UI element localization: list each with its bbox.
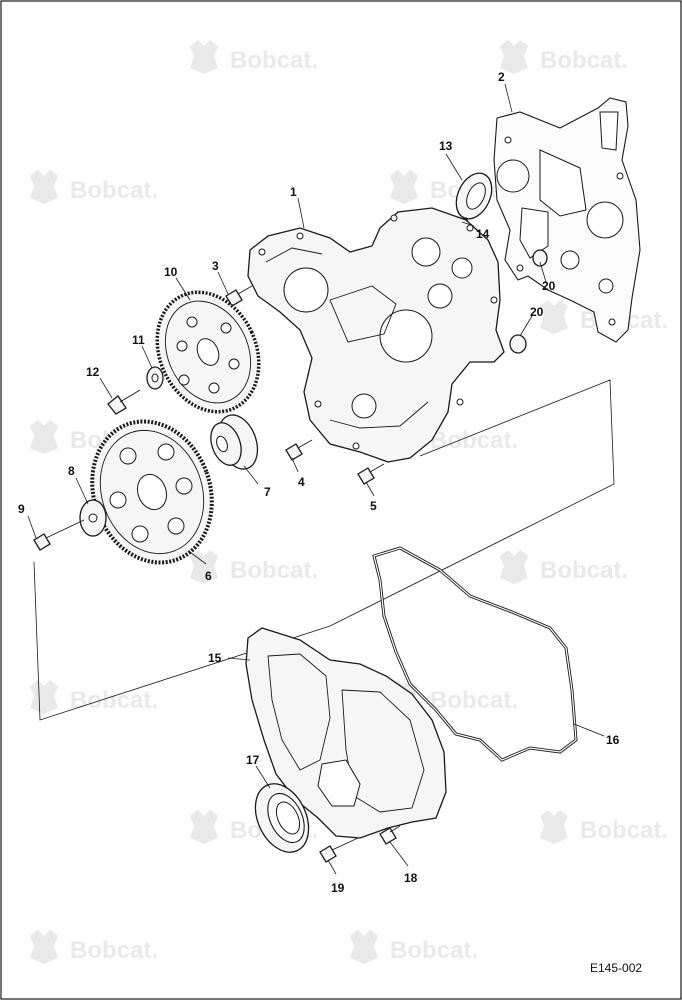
- watermark-text: Bobcat.: [390, 937, 478, 964]
- watermark-logo: Bobcat.: [190, 40, 318, 74]
- callout-7: 7: [264, 485, 271, 499]
- callout-labels: 1 2 3 4 5 6 7 8 9 10 11 12 13 14 15 16 1…: [18, 70, 620, 895]
- callout-9: 9: [18, 502, 25, 516]
- part-12-bolt: [107, 389, 141, 415]
- part-13-seal: [455, 172, 493, 220]
- part-5-bolt: [357, 463, 385, 485]
- callout-17: 17: [246, 753, 260, 767]
- part-4-bolt: [285, 439, 313, 461]
- part-15-front-cover: [245, 627, 447, 839]
- part-1-gear-housing: [247, 207, 505, 463]
- bobcat-head-icon: [30, 420, 58, 454]
- part-16-gasket: [372, 546, 578, 762]
- part-18-bolt: [379, 825, 401, 845]
- callout-10: 10: [164, 265, 178, 279]
- part-7-hub: [210, 414, 259, 470]
- group-outline: [33, 379, 615, 721]
- bobcat-head-icon: [30, 170, 58, 204]
- watermark-logo: Bobcat.: [500, 550, 628, 584]
- bobcat-head-icon: [500, 550, 528, 584]
- callout-13: 13: [439, 139, 453, 153]
- bobcat-head-icon: [190, 40, 218, 74]
- watermark-text: Bobcat.: [70, 937, 158, 964]
- callout-15: 15: [208, 651, 222, 665]
- bobcat-head-icon: [350, 930, 378, 964]
- watermark-logo: Bobcat.: [30, 680, 158, 714]
- bobcat-head-icon: [190, 810, 218, 844]
- callout-20-upper: 20: [542, 279, 556, 293]
- watermark-logo: Bobcat.: [190, 550, 318, 584]
- part-6-large-gear: [90, 419, 214, 565]
- watermark-text: Bobcat.: [230, 557, 318, 584]
- leader-lines: [27, 83, 605, 875]
- watermark-logo: Bobcat.: [30, 170, 158, 204]
- callout-2: 2: [498, 70, 505, 84]
- part-10-gear: [155, 290, 261, 414]
- callout-11: 11: [132, 333, 145, 347]
- callout-14: 14: [476, 227, 490, 241]
- bobcat-head-icon: [30, 930, 58, 964]
- part-20-plug-lower: [509, 334, 527, 354]
- callout-5: 5: [370, 499, 377, 513]
- callout-18: 18: [404, 871, 418, 885]
- bobcat-head-icon: [540, 300, 568, 334]
- part-2-gasket: [493, 97, 641, 343]
- callout-1: 1: [290, 185, 297, 199]
- bobcat-head-icon: [390, 170, 418, 204]
- callout-12: 12: [86, 365, 100, 379]
- watermark-logo: Bobcat.: [500, 40, 628, 74]
- part-9-bolt: [33, 519, 85, 551]
- callout-3: 3: [212, 259, 219, 273]
- part-17-oil-seal: [254, 783, 310, 853]
- watermark-text: Bobcat.: [70, 177, 158, 204]
- watermark-text: Bobcat.: [70, 687, 158, 714]
- watermark-text: Bobcat.: [580, 817, 668, 844]
- callout-8: 8: [68, 464, 75, 478]
- watermark-text: Bobcat.: [430, 687, 518, 714]
- bobcat-head-icon: [540, 810, 568, 844]
- watermark-text: Bobcat.: [430, 427, 518, 454]
- watermark-text: Bobcat.: [540, 47, 628, 74]
- bobcat-head-icon: [30, 680, 58, 714]
- watermark-logo: Bobcat.: [540, 810, 668, 844]
- callout-4: 4: [298, 475, 305, 489]
- watermark-logo: Bobcat.: [350, 930, 478, 964]
- bobcat-head-icon: [190, 550, 218, 584]
- part-11-washer: [146, 366, 164, 390]
- figure-code: E145-002: [590, 961, 642, 975]
- callout-20-lower: 20: [530, 305, 544, 319]
- callout-6: 6: [205, 569, 212, 583]
- part-19-bolt: [319, 837, 359, 863]
- part-20-plug-upper: [532, 249, 548, 267]
- watermark-text: Bobcat.: [540, 557, 628, 584]
- part-8-thrust-plate: [79, 499, 107, 537]
- watermark-text: Bobcat.: [230, 47, 318, 74]
- callout-16: 16: [606, 733, 620, 747]
- watermark-logo: Bobcat.: [30, 930, 158, 964]
- bobcat-head-icon: [500, 40, 528, 74]
- callout-19: 19: [331, 881, 345, 895]
